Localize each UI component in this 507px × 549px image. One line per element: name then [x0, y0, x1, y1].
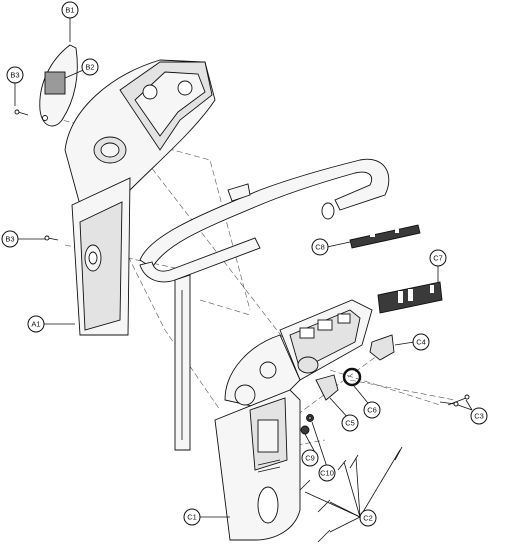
callout-c7: C7 — [429, 249, 447, 267]
label-c8 — [349, 224, 421, 249]
svg-text:C3: C3 — [474, 412, 484, 421]
callout-a1: A1 — [27, 315, 45, 333]
svg-text:B3: B3 — [5, 235, 14, 244]
callout-c8: C8 — [311, 238, 329, 256]
pad-c4 — [369, 334, 395, 361]
lower-console-c1 — [214, 299, 373, 541]
svg-text:B2: B2 — [85, 63, 94, 72]
callout-c2: C2 — [359, 509, 377, 527]
svg-text:C7: C7 — [433, 254, 443, 263]
callout-c3: C3 — [470, 407, 488, 425]
screws-c3 — [439, 394, 470, 407]
callout-b2: B2 — [81, 58, 99, 76]
upper-shroud-a1 — [64, 59, 216, 336]
label-c7 — [377, 281, 443, 314]
callout-c9: C9 — [301, 449, 319, 467]
svg-text:C4: C4 — [416, 338, 426, 347]
svg-text:B3: B3 — [10, 71, 19, 80]
svg-text:C9: C9 — [305, 454, 315, 463]
screw-b3-top — [14, 109, 29, 116]
callout-b3-mid: B3 — [1, 230, 19, 248]
callout-c5: C5 — [341, 414, 359, 432]
fastener-c9 — [300, 425, 310, 435]
pad-c5 — [315, 374, 339, 401]
tiller-frame — [139, 158, 390, 451]
screws-c2 — [299, 446, 403, 543]
callout-b3-top: B3 — [6, 66, 24, 84]
callout-c6: C6 — [363, 401, 381, 419]
svg-text:C2: C2 — [363, 514, 373, 523]
callout-b1: B1 — [61, 1, 79, 19]
svg-text:C8: C8 — [315, 243, 325, 252]
svg-text:C5: C5 — [345, 419, 355, 428]
fastener-c10 — [306, 414, 314, 422]
screw-b3-mid — [44, 235, 59, 241]
ring-c6 — [342, 367, 362, 387]
leader-lines — [14, 18, 473, 533]
svg-text:C6: C6 — [367, 406, 377, 415]
svg-text:B1: B1 — [65, 6, 74, 15]
svg-text:C1: C1 — [187, 513, 197, 522]
cover-plate-b1 — [39, 44, 78, 127]
svg-text:C10: C10 — [320, 469, 334, 478]
callout-c10: C10 — [318, 464, 336, 482]
callout-c4: C4 — [412, 333, 430, 351]
callout-c1: C1 — [183, 508, 201, 526]
svg-text:A1: A1 — [31, 320, 40, 329]
